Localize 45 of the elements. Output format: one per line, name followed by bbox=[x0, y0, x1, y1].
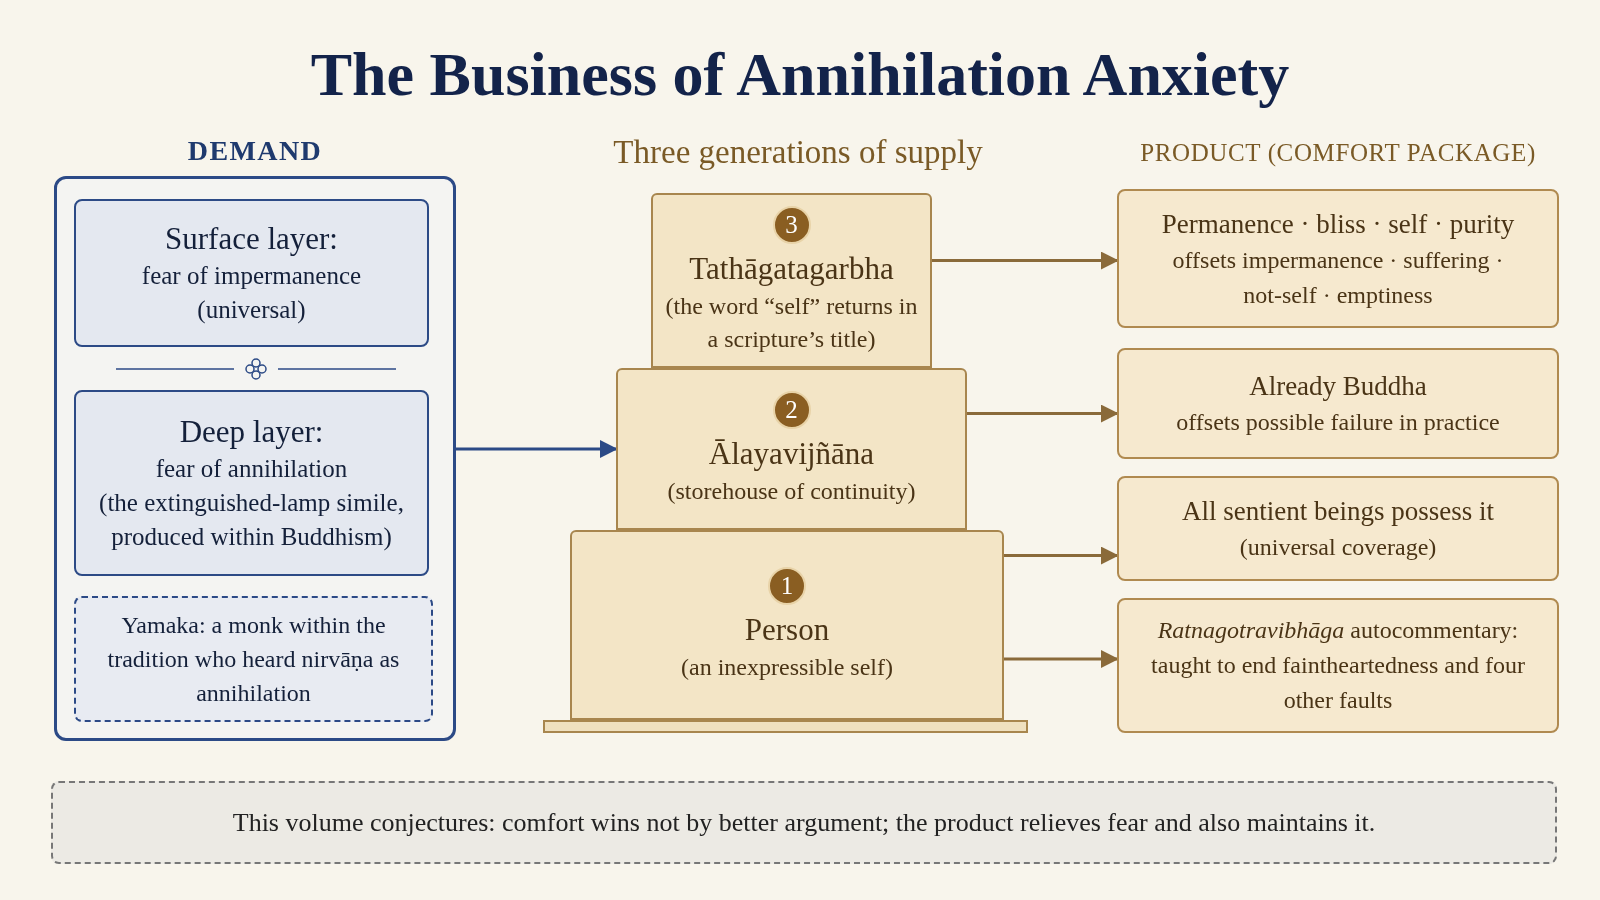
arrow bbox=[932, 251, 1119, 270]
number-badge: 3 bbox=[772, 205, 811, 244]
tier-text: (storehouse of continuity) bbox=[667, 476, 916, 506]
arrow bbox=[1004, 546, 1119, 565]
tier-text: (the word “self” returns in a scripture’s title) bbox=[665, 291, 918, 354]
layer-box bbox=[74, 199, 429, 347]
product-text: Ratnagotravibhāga autocommentary: taught to end faintheartedness and four other faults bbox=[1151, 616, 1525, 715]
cake-tier bbox=[570, 530, 1004, 720]
tier-title: Person bbox=[744, 610, 830, 649]
product-box bbox=[1117, 598, 1559, 733]
column-heading: Three generations of supply bbox=[612, 133, 984, 172]
layer-box bbox=[74, 390, 429, 576]
tier-text: (an inexpressible self) bbox=[681, 652, 893, 682]
product-text: offsets possible failure in practice bbox=[1176, 408, 1500, 437]
column-heading: PRODUCT (COMFORT PACKAGE) bbox=[1139, 138, 1537, 168]
product-text: Already Buddha bbox=[1249, 370, 1427, 403]
number-badge: 2 bbox=[772, 390, 811, 429]
note-box bbox=[74, 596, 433, 722]
product-box bbox=[1117, 348, 1559, 459]
tier-title: Ālayavijñāna bbox=[708, 434, 875, 473]
arrow bbox=[1004, 650, 1119, 668]
box-text: (the extinguished-lamp simile, produced within Buddhism) bbox=[98, 488, 405, 553]
note-text: Yamaka: a monk within the tradition who heard nirvāṇa as annihilation bbox=[106, 611, 401, 708]
cake-tier bbox=[616, 368, 967, 530]
conclusion-text: This volume conjectures: comfort wins not by better argument; the product relieves fear and also maintains it. bbox=[232, 807, 1376, 839]
arrow bbox=[967, 404, 1119, 423]
product-text: offsets impermanence · suffering · not-self · emptiness bbox=[1171, 245, 1505, 310]
cake-base bbox=[543, 720, 1028, 733]
title: The Business of Annihilation Anxiety bbox=[309, 39, 1291, 110]
product-text: Permanence · bliss · self · purity bbox=[1161, 207, 1515, 241]
product-box bbox=[1117, 189, 1559, 328]
box-text: (universal) bbox=[197, 295, 306, 326]
cake-tier bbox=[651, 193, 932, 368]
box-heading: Surface layer: bbox=[165, 220, 338, 258]
box-text: fear of annihilation bbox=[155, 454, 348, 484]
arrow bbox=[456, 440, 618, 458]
tier-title: Tathāgatagarbha bbox=[689, 249, 894, 288]
number-badge: 1 bbox=[768, 566, 806, 605]
conclusion-box bbox=[51, 781, 1557, 864]
product-box bbox=[1117, 476, 1559, 581]
box-heading: Deep layer: bbox=[179, 413, 324, 451]
box-text: fear of impermanence bbox=[141, 261, 362, 291]
product-text: All sentient beings possess it bbox=[1182, 495, 1494, 528]
product-text: (universal coverage) bbox=[1239, 533, 1437, 562]
section-heading: DEMAND bbox=[186, 134, 324, 168]
